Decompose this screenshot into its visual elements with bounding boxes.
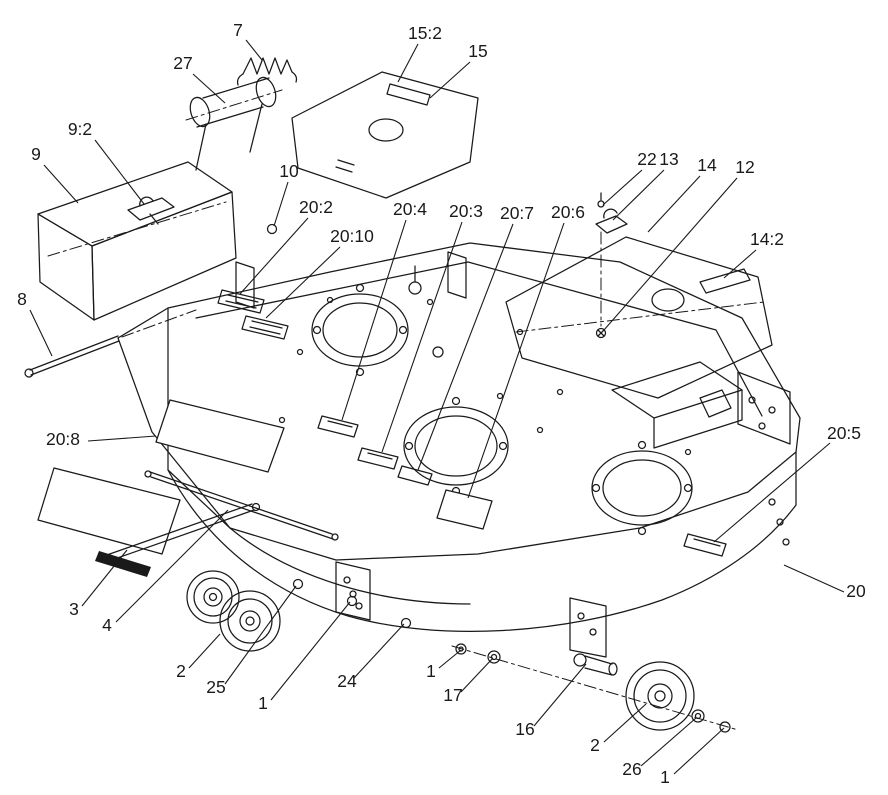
leader-line-13-14 <box>612 169 665 221</box>
callout-20-2-7: 20:2 <box>299 197 333 217</box>
leader-line-7-0 <box>245 39 263 61</box>
top-cover-art <box>291 71 479 199</box>
leader-line-2-24 <box>188 633 221 669</box>
right-cover-art <box>505 192 773 399</box>
callout-27-1: 27 <box>173 53 192 73</box>
leader-line-9-2-4 <box>94 139 145 205</box>
callout-4-23: 4 <box>102 615 112 635</box>
roller-art <box>185 76 283 171</box>
leader-line-14-15 <box>647 175 701 233</box>
leader-line-8-18 <box>29 309 53 357</box>
callout-9-2-4: 9:2 <box>68 119 92 139</box>
leader-line-4-23 <box>115 509 229 623</box>
leader-line-14-2-17 <box>723 249 757 279</box>
callout-24-27: 24 <box>337 671 357 691</box>
leader-line-17-29 <box>460 657 494 693</box>
rods-art <box>24 309 339 577</box>
leader-line-1-26 <box>270 601 351 701</box>
leader-line-20-6-12 <box>467 222 565 499</box>
deck-artwork <box>24 57 801 733</box>
leader-line-20-21 <box>783 564 845 593</box>
callout-2-31: 2 <box>590 735 600 755</box>
callout-15-2-2: 15:2 <box>408 23 442 43</box>
leader-line-15-2-2 <box>397 43 419 83</box>
callout-25-25: 25 <box>206 677 225 697</box>
leader-line-20-7-11 <box>417 223 514 471</box>
callout-14-15: 14 <box>697 155 717 175</box>
callout-12-16: 12 <box>735 157 754 177</box>
callout-14-2-17: 14:2 <box>750 229 784 249</box>
callout-17-29: 17 <box>443 685 462 705</box>
leader-line-25-25 <box>224 585 297 685</box>
callout-2-24: 2 <box>176 661 186 681</box>
callout-22-13: 22 <box>637 149 656 169</box>
callout-20-7-11: 20:7 <box>500 203 534 223</box>
callout-8-18: 8 <box>17 289 27 309</box>
hardware-art <box>292 578 739 733</box>
wheels-art <box>186 570 695 731</box>
callout-1-26: 1 <box>258 693 268 713</box>
callout-13-14: 13 <box>659 149 678 169</box>
callout-20-3-10: 20:3 <box>449 201 483 221</box>
leader-line-20-5-20 <box>713 442 831 543</box>
decals-art <box>37 289 727 557</box>
leader-line-20-2-7 <box>239 217 309 295</box>
deck-body-art <box>117 223 801 658</box>
spring-art <box>236 57 298 86</box>
callout-9-5: 9 <box>31 144 41 164</box>
callout-16-30: 16 <box>515 719 534 739</box>
left-cover-art <box>37 161 237 321</box>
leader-line-9-5 <box>43 164 79 204</box>
callout-20-6-12: 20:6 <box>551 202 585 222</box>
callout-10-6: 10 <box>279 161 299 181</box>
callout-20-8-19: 20:8 <box>46 429 80 449</box>
callout-1-28: 1 <box>426 661 436 681</box>
leader-line-12-16 <box>603 177 738 331</box>
callout-7-0: 7 <box>233 20 243 40</box>
leader-line-3-22 <box>81 549 128 607</box>
callout-20-10-8: 20:10 <box>330 226 374 246</box>
leader-line-2-31 <box>603 703 647 743</box>
leader-line-22-13 <box>602 169 643 206</box>
callout-3-22: 3 <box>69 599 79 619</box>
callout-20-5-20: 20:5 <box>827 423 861 443</box>
leader-line-10-6 <box>273 181 289 227</box>
leader-line-1-33 <box>673 727 725 775</box>
leader-line-20-8-19 <box>87 435 157 442</box>
callout-15-3: 15 <box>468 41 487 61</box>
leader-line-27-1 <box>192 73 226 104</box>
leader-line-20-4-9 <box>341 219 407 421</box>
callout-20-4-9: 20:4 <box>393 199 427 219</box>
callout-20-21: 20 <box>846 581 866 601</box>
leader-line-20-3-10 <box>381 221 463 453</box>
leader-line-1-28 <box>438 649 462 669</box>
leader-line-16-30 <box>533 663 587 727</box>
leader-line-26-32 <box>640 717 697 767</box>
callout-26-32: 26 <box>622 759 641 779</box>
leader-line-24-27 <box>353 623 405 679</box>
leader-line-20-10-8 <box>265 246 341 319</box>
callout-1-33: 1 <box>660 767 670 787</box>
leader-line-15-3 <box>429 61 471 99</box>
